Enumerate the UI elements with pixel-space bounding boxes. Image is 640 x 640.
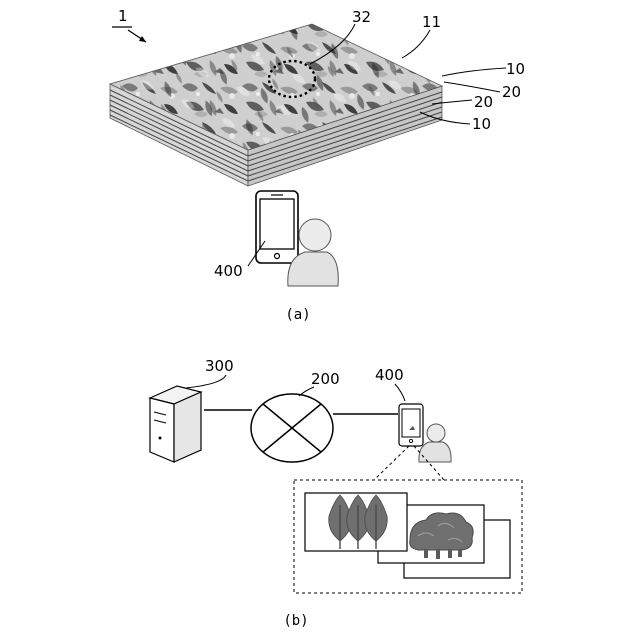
label-server: 300 — [205, 357, 234, 375]
figure-a: 1 — [110, 7, 525, 323]
arrow-head-icon — [139, 36, 146, 42]
label-terminal-b: 400 — [375, 366, 404, 384]
caption-b: (b) — [283, 613, 308, 629]
image-callout — [294, 446, 522, 593]
smartphone-small-icon — [399, 404, 423, 446]
label-device-group: 1 — [118, 7, 128, 25]
label-layer-top: 10 — [506, 60, 525, 78]
server-icon — [150, 386, 201, 462]
label-layer-mid-right: 20 — [502, 83, 521, 101]
label-region: 32 — [352, 8, 371, 26]
label-layer-bottom: 10 — [472, 115, 491, 133]
label-terminal: 400 — [214, 262, 243, 280]
server-leader — [186, 375, 226, 388]
terminal-b-leader — [395, 384, 405, 401]
label-surface: 11 — [422, 13, 441, 31]
smartphone-icon — [256, 191, 298, 263]
caption-a: (a) — [285, 307, 310, 323]
label-network: 200 — [311, 370, 340, 388]
label-layer-mid-left: 20 — [474, 93, 493, 111]
network-leader — [299, 387, 314, 396]
network-node-icon — [251, 394, 333, 462]
figure-b: 300 200 400 — [150, 357, 522, 629]
